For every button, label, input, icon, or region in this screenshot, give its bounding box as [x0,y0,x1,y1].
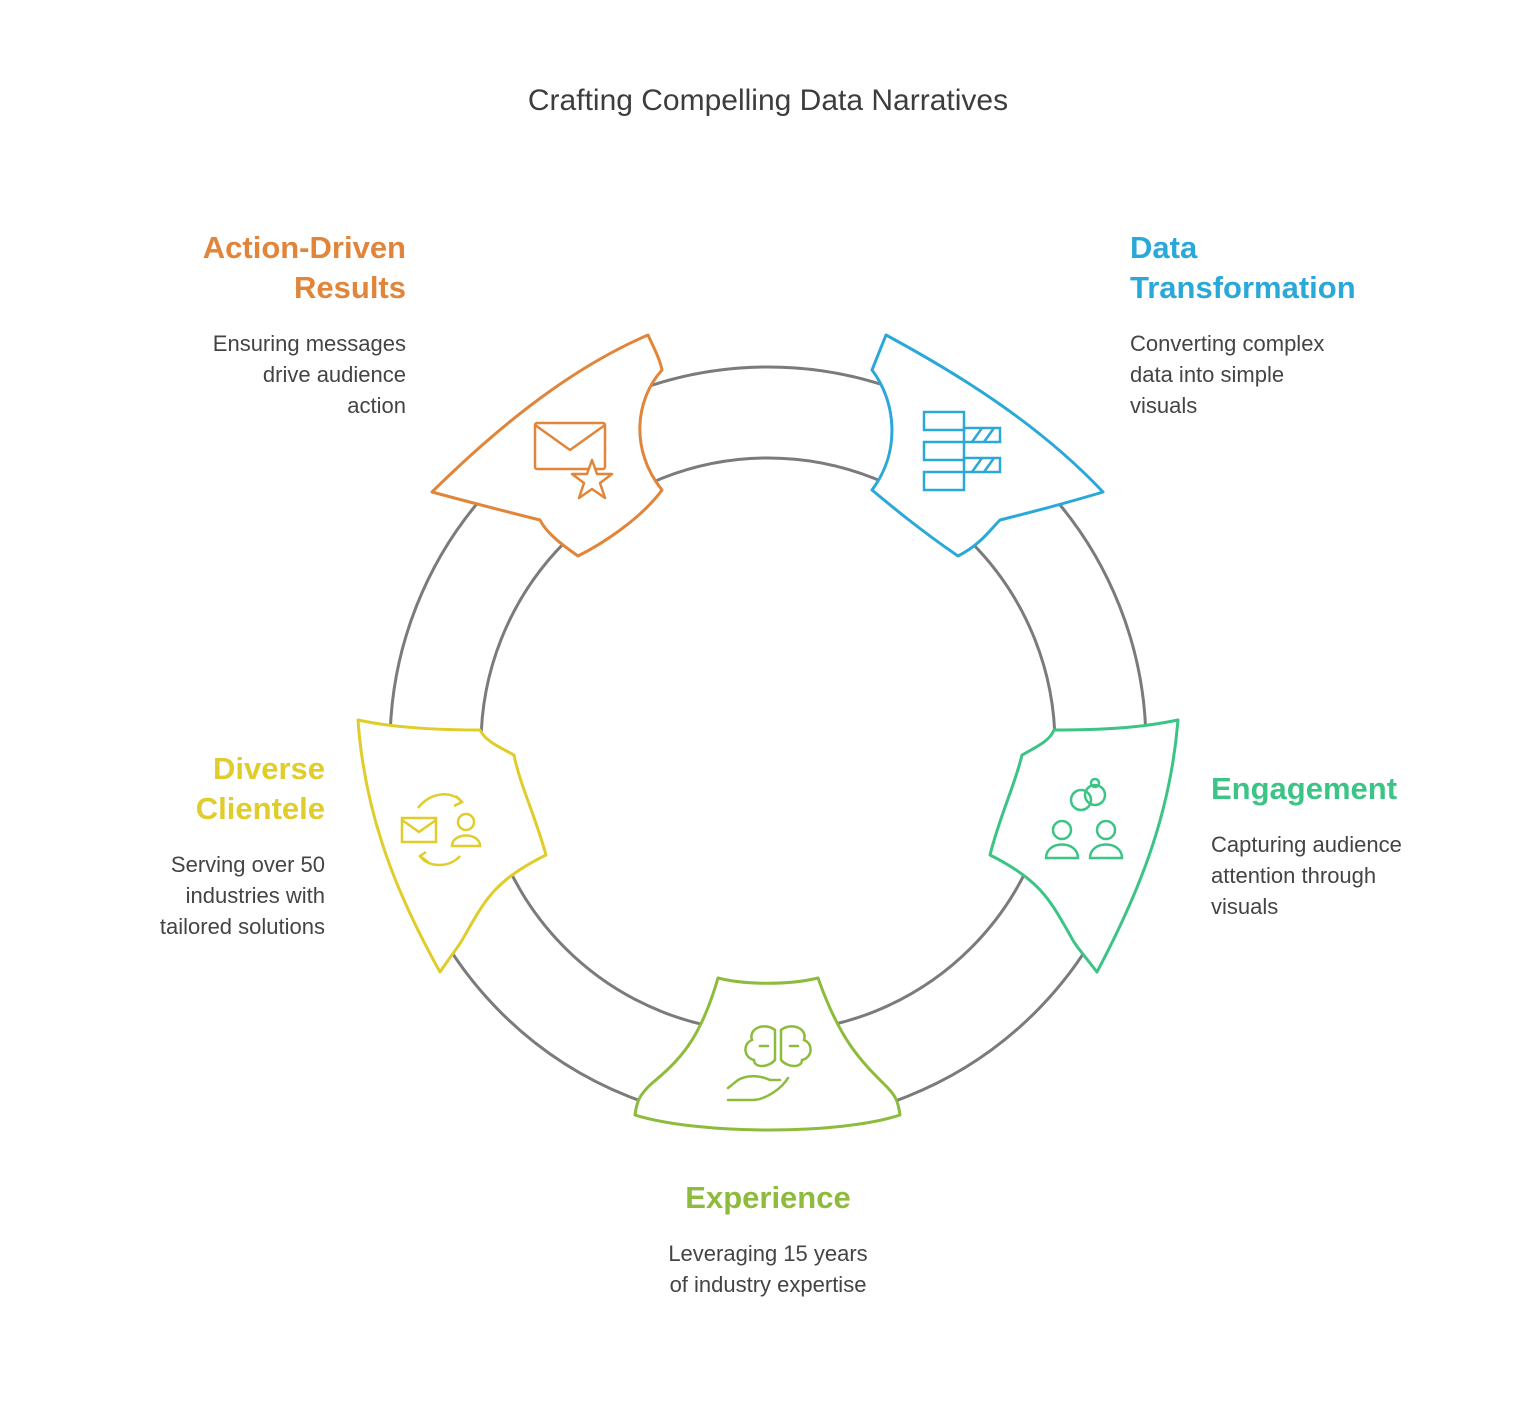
step-action-description: Ensuring messages drive audience action [212,331,406,418]
step-data: Data Transformation Converting complex d… [1130,228,1470,421]
people-link-icon [1044,777,1124,860]
step-action-title: Action-Driven Results [202,230,406,305]
page-title: Crafting Compelling Data Narratives [527,84,1009,117]
step-experience: Experience Leveraging 15 years of indust… [568,1178,968,1300]
segment-action [430,333,664,558]
step-diverse: Diverse Clientele Serving over 50 indust… [25,749,325,942]
step-engagement-title: Engagement [1211,771,1398,806]
data-blocks-icon [922,410,1002,492]
step-action: Action-Driven Results Ensuring messages … [66,228,406,421]
segment-engagement [988,718,1180,974]
step-experience-title: Experience [685,1180,851,1215]
segment-data [870,333,1105,558]
step-engagement: Engagement Capturing audience attention … [1211,769,1511,922]
step-data-title: Data Transformation [1130,230,1356,305]
step-experience-description: Leveraging 15 years of industry expertis… [668,1241,868,1297]
envelope-star-icon [533,421,614,500]
brain-hand-icon [726,1025,812,1102]
step-engagement-description: Capturing audience attention through vis… [1211,832,1402,919]
step-diverse-title: Diverse Clientele [195,751,325,826]
mail-user-cycle-icon [400,793,482,867]
segment-experience [633,976,902,1132]
step-diverse-description: Serving over 50 industries with tailored… [159,852,325,939]
step-data-description: Converting complex data into simple visu… [1130,331,1325,418]
